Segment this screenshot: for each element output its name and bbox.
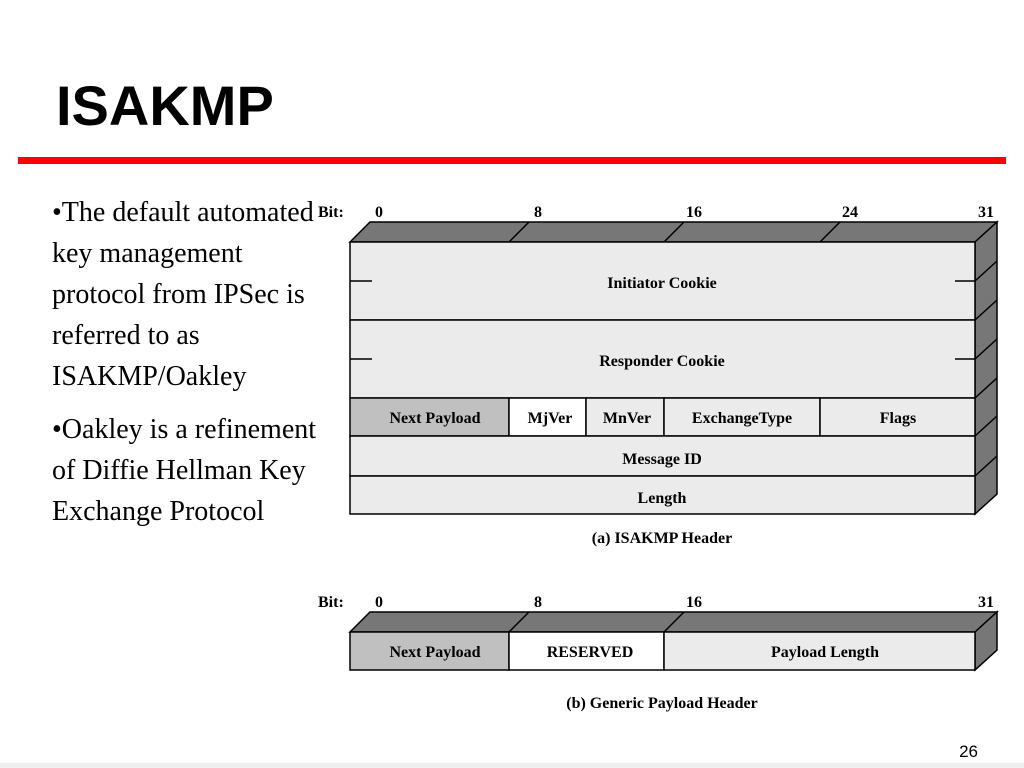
- bit-16-label: 16: [686, 594, 702, 611]
- bit-24-label: 24: [842, 204, 858, 221]
- bit-0-label: 0: [375, 204, 383, 221]
- message-id-field: [349, 435, 976, 477]
- bit-8-label: 8: [534, 204, 542, 221]
- bit-16-label: 16: [686, 204, 702, 221]
- reserved-label: RESERVED: [547, 644, 634, 661]
- initiator-cookie-label: Initiator Cookie: [607, 275, 716, 292]
- payload-length-label: Payload Length: [771, 644, 879, 661]
- mnver-field: [585, 397, 665, 437]
- bit-label: Bit:: [318, 204, 344, 221]
- flags-label: Flags: [880, 410, 916, 427]
- mnver-label: MnVer: [603, 410, 651, 427]
- isakmp-header-diagram: Bit: 0 8 16 24 31 Initiator Cookie Respo…: [318, 204, 999, 547]
- bit-8-label: 8: [534, 594, 542, 611]
- next-payload-field: [349, 631, 510, 671]
- bit-31-label: 31: [978, 594, 994, 611]
- generic-payload-header-diagram: Bit: 0 8 16 31 Next Payload RESERVED Pay…: [318, 594, 999, 712]
- exchange-type-label: ExchangeType: [692, 410, 792, 427]
- generic-payload-header-caption: (b) Generic Payload Header: [566, 695, 758, 712]
- initiator-cookie-field: [349, 241, 976, 321]
- responder-cookie-field: [349, 319, 976, 399]
- length-field: [349, 475, 976, 515]
- mjver-label: MjVer: [528, 410, 573, 427]
- page-number: 26: [959, 742, 978, 761]
- length-label: Length: [638, 490, 687, 507]
- right-depth-face: [974, 220, 998, 516]
- reserved-field: [508, 631, 665, 671]
- bullet-item: •Oakley is a refinement of Diffie Hellma…: [52, 414, 317, 527]
- bullet-list: •The default automated key management pr…: [52, 192, 332, 544]
- footer-band: [0, 763, 1024, 768]
- next-payload-label: Next Payload: [389, 410, 480, 427]
- slide-title: ISAKMP: [56, 74, 274, 137]
- title-rule: [18, 157, 1006, 164]
- responder-cookie-label: Responder Cookie: [599, 353, 725, 370]
- bit-31-label: 31: [978, 204, 994, 221]
- flags-field: [819, 397, 976, 437]
- bit-0-label: 0: [375, 594, 383, 611]
- next-payload-label: Next Payload: [389, 644, 480, 661]
- payload-length-field: [663, 631, 976, 671]
- bit-label: Bit:: [318, 594, 344, 611]
- message-id-label: Message ID: [622, 451, 702, 468]
- next-payload-field: [349, 397, 510, 437]
- isakmp-header-caption: (a) ISAKMP Header: [592, 530, 732, 547]
- bullet-item: •The default automated key management pr…: [52, 197, 314, 392]
